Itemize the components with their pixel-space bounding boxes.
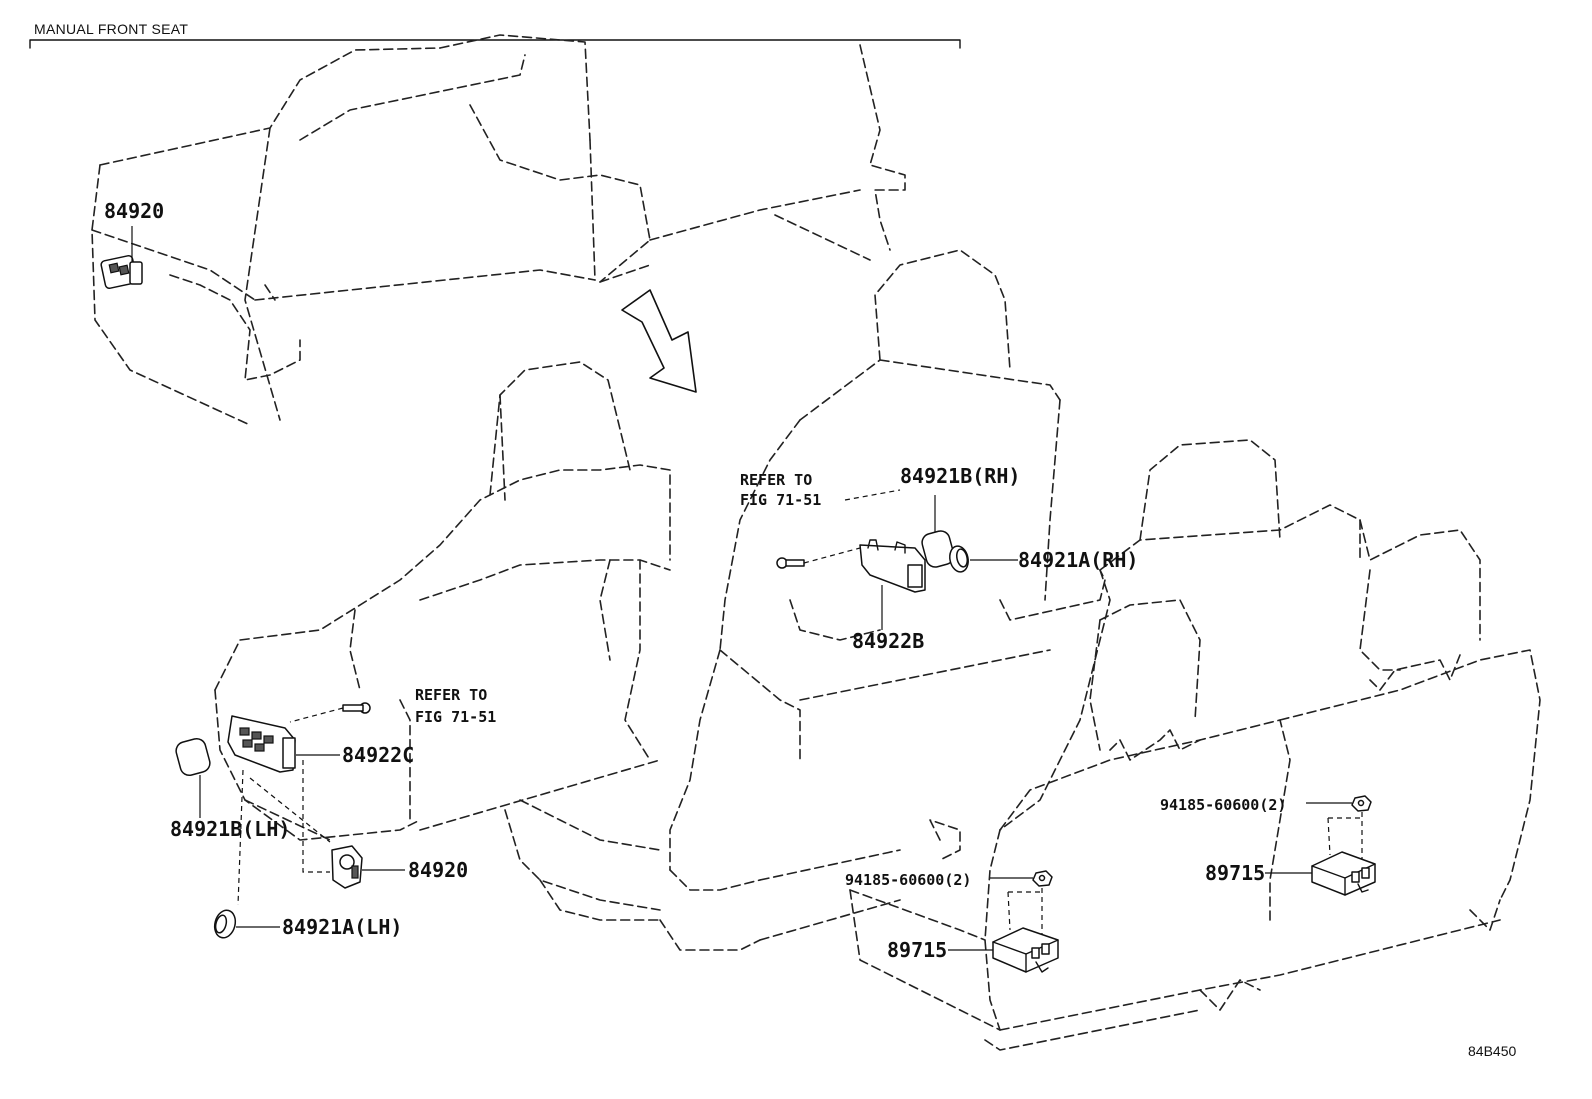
inset-manual-seat xyxy=(91,34,906,426)
label-84921A-RH: 84921A(RH) xyxy=(1018,548,1138,572)
bolt-lower-icon xyxy=(342,702,371,714)
label-refer-upper-1: REFER TO xyxy=(740,471,812,489)
label-94185-upper: 94185-60600(2) xyxy=(1160,796,1286,814)
label-refer-upper-2: FIG 71-51 xyxy=(740,491,821,509)
part-84922B-icon xyxy=(859,539,926,593)
part-89715-upper-icon xyxy=(1311,851,1376,896)
part-84921B-RH-icon xyxy=(921,530,955,568)
label-84920-top: 84920 xyxy=(104,199,164,223)
label-94185-lower: 94185-60600(2) xyxy=(845,871,971,889)
label-89715-lower: 89715 xyxy=(887,938,947,962)
label-84921A-LH: 84921A(LH) xyxy=(282,915,402,939)
label-84920-low: 84920 xyxy=(408,858,468,882)
label-refer-lower-1: REFER TO xyxy=(415,686,487,704)
label-84921B-LH: 84921B(LH) xyxy=(170,817,290,841)
front-left-seat-outline xyxy=(214,361,671,841)
label-84921B-RH: 84921B(RH) xyxy=(900,464,1020,488)
bolt-upper-icon xyxy=(776,557,805,569)
part-84920-low-icon xyxy=(331,845,363,889)
header-title: MANUAL FRONT SEAT xyxy=(34,21,188,37)
part-89715-lower-icon xyxy=(992,927,1059,973)
label-84922C: 84922C xyxy=(342,743,414,767)
label-84922B: 84922B xyxy=(852,629,924,653)
label-89715-upper: 89715 xyxy=(1205,861,1265,885)
nut-lower-icon xyxy=(1032,870,1053,887)
diagram-code: 84B450 xyxy=(1468,1043,1516,1059)
part-84921B-LH-icon xyxy=(175,737,211,777)
header-bracket: MANUAL FRONT SEAT xyxy=(29,21,961,49)
part-84922C-icon xyxy=(227,715,296,773)
part-84920-top-icon xyxy=(100,254,143,290)
part-84921A-RH-icon xyxy=(949,545,969,573)
part-84921A-LH-icon xyxy=(213,909,237,939)
rear-seat-outline xyxy=(849,439,1541,1051)
nut-upper-icon xyxy=(1351,795,1372,812)
direction-arrow-icon xyxy=(621,289,697,393)
label-refer-lower-2: FIG 71-51 xyxy=(415,708,496,726)
front-right-seat-outline xyxy=(504,249,1111,951)
